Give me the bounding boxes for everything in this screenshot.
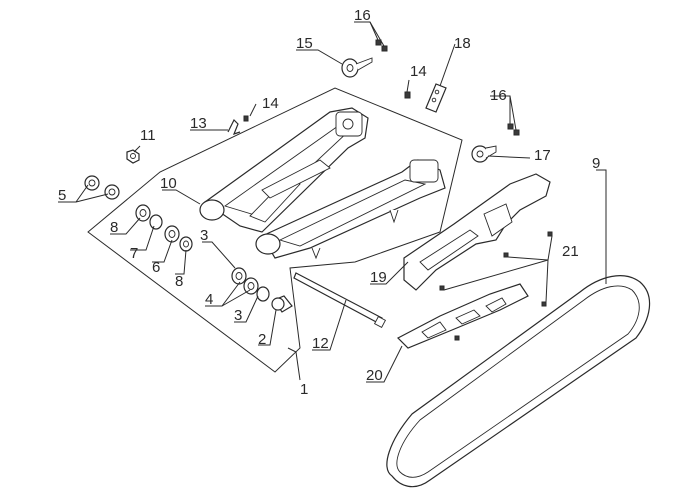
swing-arm — [199, 107, 446, 260]
callout-6: 6 — [152, 259, 160, 276]
callout-15: 15 — [296, 35, 313, 52]
bolt-14-right — [404, 91, 411, 99]
callout-12: 12 — [312, 335, 329, 352]
callout-3: 3 — [234, 307, 242, 324]
callout-10: 10 — [160, 175, 177, 192]
callout-labels: 1 2 3 3 4 5 6 7 8 8 9 10 11 12 13 14 14 … — [58, 7, 600, 398]
leader-lines — [58, 21, 607, 383]
bolt-16-top — [375, 39, 388, 52]
callout-16: 16 — [490, 87, 507, 104]
callout-7: 7 — [130, 245, 138, 262]
bearing-stack-left — [135, 204, 193, 252]
callout-5: 5 — [58, 187, 66, 204]
chain-guard-19 — [403, 173, 551, 291]
callout-3: 3 — [200, 227, 208, 244]
callout-14: 14 — [410, 63, 427, 80]
callout-16: 16 — [354, 7, 371, 24]
callout-20: 20 — [366, 367, 383, 384]
chain-guard-20 — [396, 283, 529, 349]
screws-21 — [439, 231, 553, 341]
bolt-14-left — [243, 115, 249, 122]
nut-11 — [126, 149, 140, 164]
swingarm-group-outline — [87, 87, 463, 373]
callout-13: 13 — [190, 115, 207, 132]
callout-17: 17 — [534, 147, 551, 164]
callout-1: 1 — [300, 381, 308, 398]
callout-4: 4 — [205, 291, 213, 308]
callout-8: 8 — [175, 273, 183, 290]
bolt-16-right — [507, 123, 520, 136]
callout-2: 2 — [258, 331, 266, 348]
callout-18: 18 — [454, 35, 471, 52]
adjuster-17 — [471, 145, 497, 163]
plate-18 — [425, 83, 447, 113]
drive-chain-9 — [386, 275, 651, 488]
callout-14: 14 — [262, 95, 279, 112]
callout-11: 11 — [140, 127, 156, 144]
adjuster-15 — [341, 57, 373, 78]
callout-9: 9 — [592, 155, 600, 172]
clip-13 — [227, 118, 241, 135]
pivot-shaft-12 — [293, 272, 387, 329]
callout-8: 8 — [110, 219, 118, 236]
callout-19: 19 — [370, 269, 387, 286]
callout-21: 21 — [562, 243, 579, 260]
sleeve-2 — [271, 295, 293, 313]
bushing-5 — [84, 175, 120, 200]
